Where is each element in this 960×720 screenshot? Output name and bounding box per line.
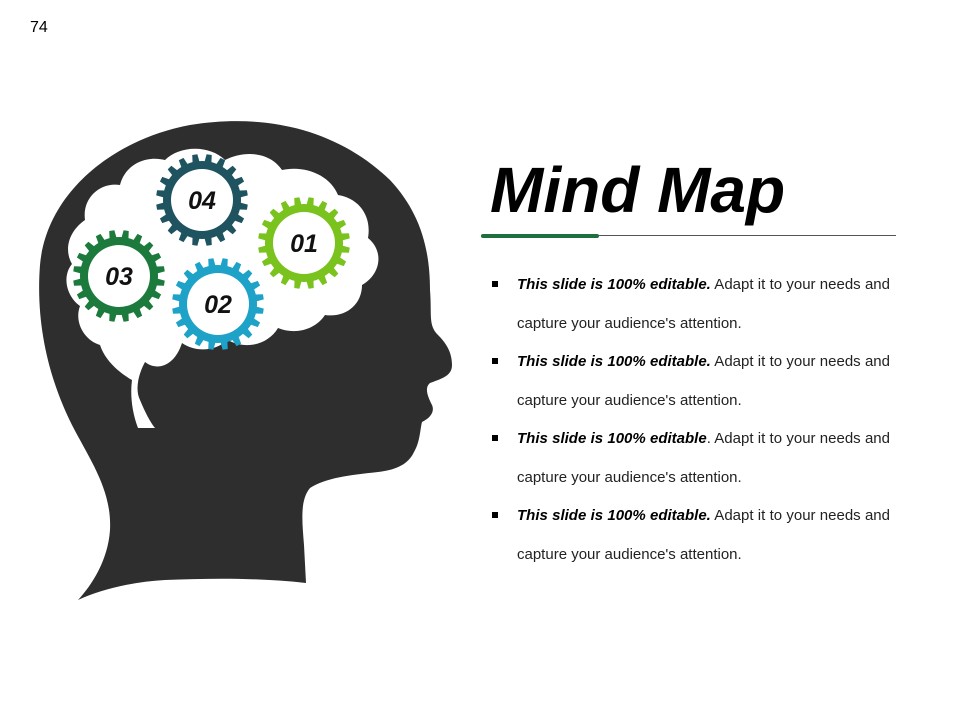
slide-title: Mind Map [490,154,786,226]
gear-label: 01 [290,230,318,258]
bullet-square-icon [492,512,498,518]
bullet-emphasis: This slide is 100% editable. [517,507,711,524]
gear-label: 02 [204,291,232,319]
gear-center [273,212,335,274]
bullet-text: Adapt it to your needs and capture your … [517,353,890,409]
bullet-text: Adapt it to your needs and capture your … [517,507,890,563]
title-divider [481,235,896,236]
gear-03: 03 [73,230,165,322]
gear-center [187,273,249,335]
bullet-item: This slide is 100% editable. Adapt it to… [490,420,890,497]
bullet-emphasis: This slide is 100% editable [517,430,707,447]
bullet-item: This slide is 100% editable. Adapt it to… [490,497,890,574]
bullet-emphasis: This slide is 100% editable. [517,276,711,293]
bullet-item: This slide is 100% editable. Adapt it to… [490,266,890,343]
gear-center [88,245,150,307]
title-accent-bar [481,234,599,238]
bullet-square-icon [492,281,498,287]
gear-label: 04 [188,187,216,215]
slide-number: 74 [30,19,48,36]
gear-01: 01 [258,197,350,289]
bullet-square-icon [492,435,498,441]
bullet-item: This slide is 100% editable. Adapt it to… [490,343,890,420]
gear-center [171,169,233,231]
bullet-text: Adapt it to your needs and capture your … [517,276,890,332]
bullet-square-icon [492,358,498,364]
gear-04: 04 [156,154,248,246]
bullet-emphasis: This slide is 100% editable. [517,353,711,370]
bullet-list: This slide is 100% editable. Adapt it to… [490,266,890,574]
gear-label: 03 [105,263,133,291]
bullet-text: . Adapt it to your needs and capture you… [517,430,890,486]
gear-02: 02 [172,258,264,350]
